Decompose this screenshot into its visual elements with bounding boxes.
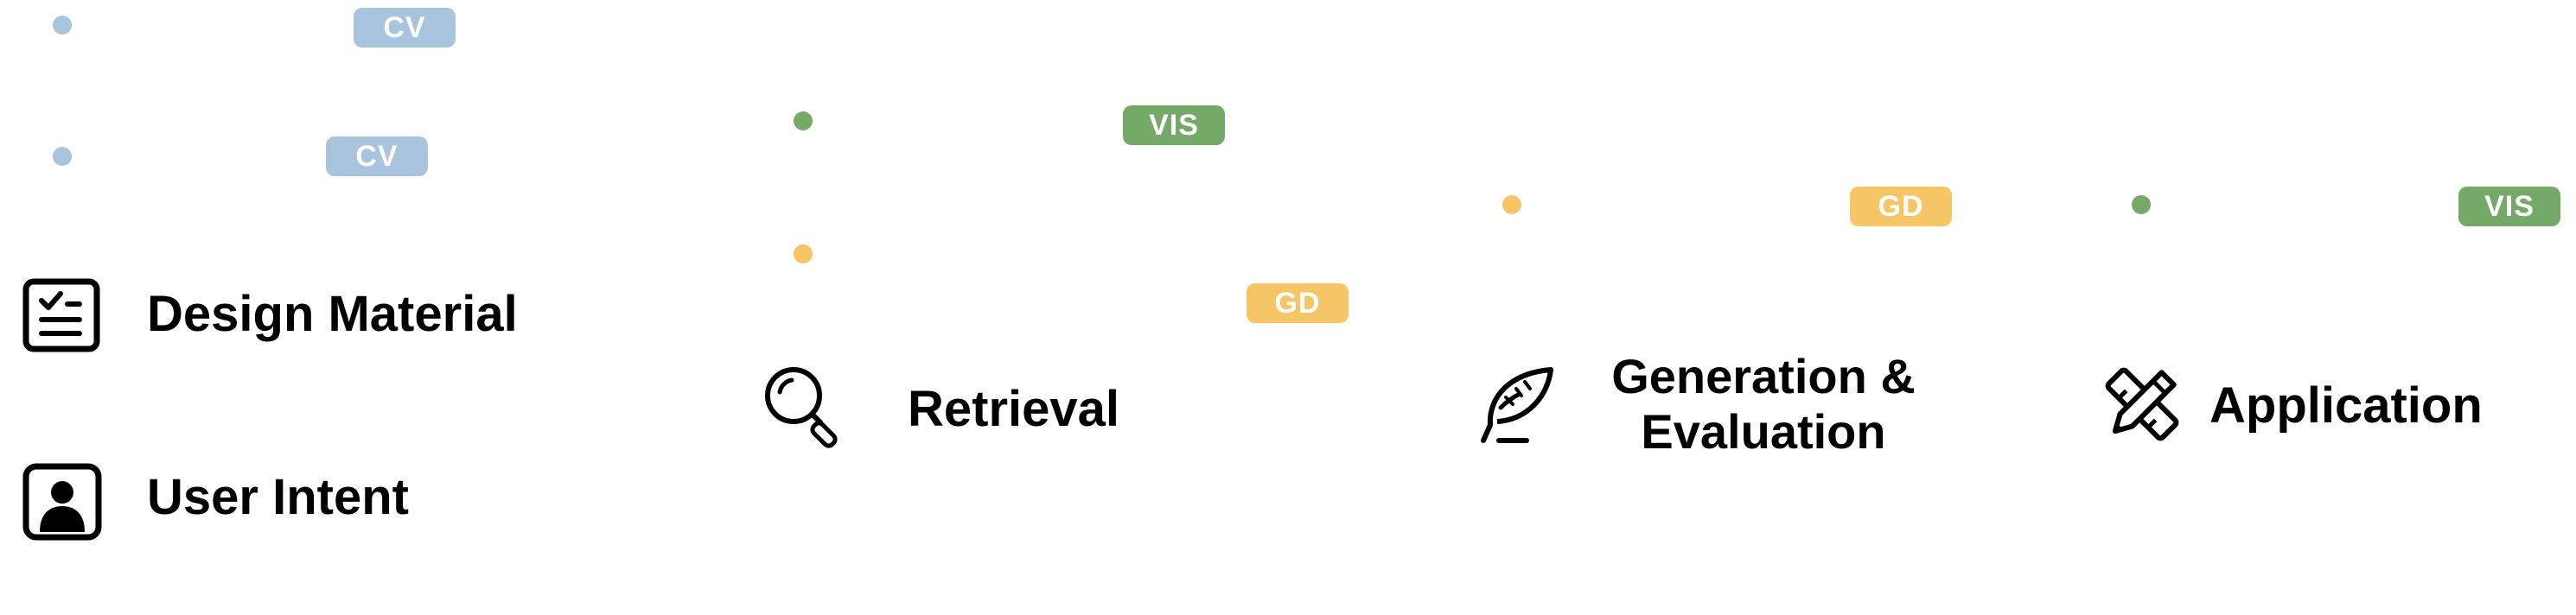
quill-icon	[1475, 363, 1561, 453]
design-material-label: Design Material	[147, 286, 518, 342]
checklist-icon	[22, 278, 100, 357]
vis-tag-application: VIS	[2458, 187, 2560, 226]
gd-dot-generation	[1502, 195, 1521, 214]
gd-dot-retrieval	[794, 244, 813, 263]
generation-label-line2: Evaluation	[1641, 404, 1886, 459]
vis-tag-retrieval: VIS	[1123, 105, 1225, 145]
cv-dot-mid	[53, 147, 72, 166]
gd-tag-generation: GD	[1850, 187, 1952, 226]
search-icon	[761, 363, 847, 453]
generation-evaluation-label: Generation & Evaluation	[1599, 349, 1928, 460]
pencil-ruler-icon	[2099, 361, 2185, 452]
user-intent-label: User Intent	[147, 469, 409, 525]
vis-dot-retrieval	[794, 111, 813, 130]
cv-dot-top	[53, 16, 72, 35]
gd-tag-retrieval: GD	[1247, 283, 1349, 323]
retrieval-label: Retrieval	[908, 381, 1120, 437]
cv-tag-mid: CV	[326, 136, 428, 176]
generation-label-line1: Generation &	[1611, 349, 1916, 403]
application-label: Application	[2209, 377, 2483, 434]
vis-dot-application	[2132, 195, 2151, 214]
user-icon	[22, 463, 102, 545]
cv-tag-top: CV	[354, 8, 456, 48]
